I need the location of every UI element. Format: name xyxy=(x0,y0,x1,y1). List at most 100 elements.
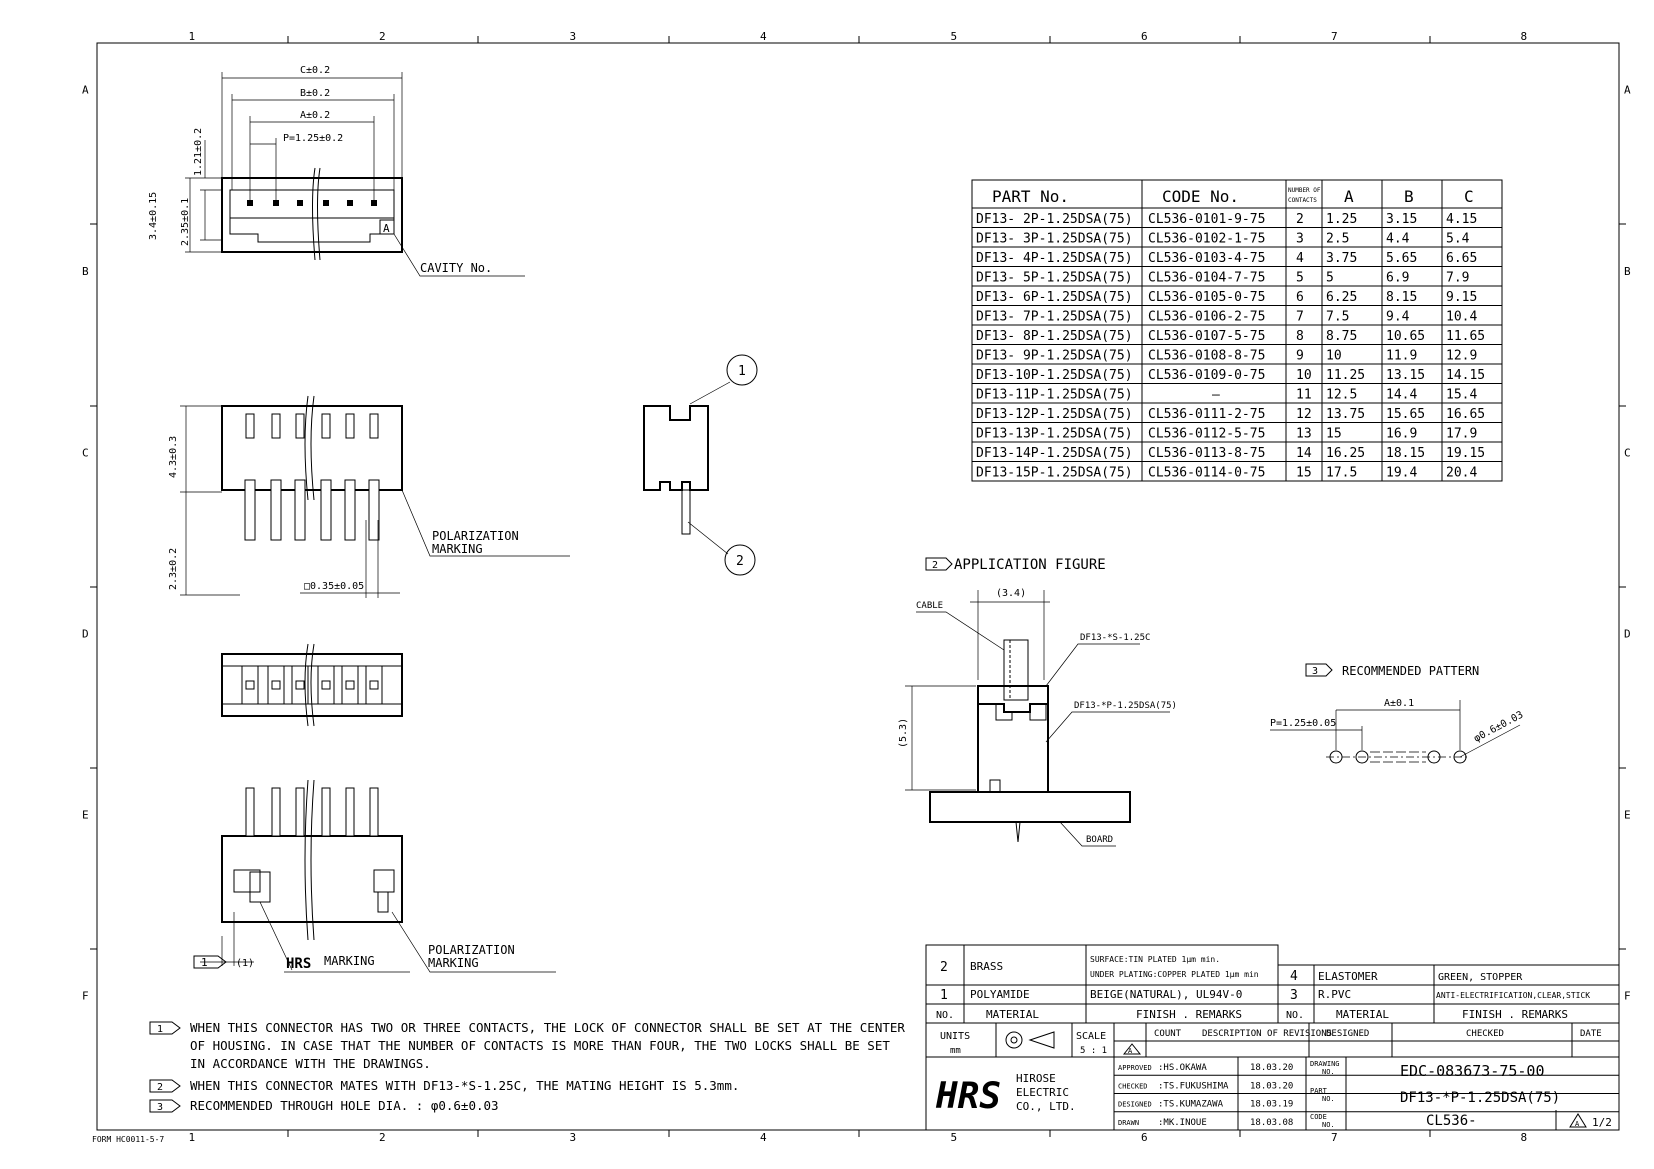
grid-row-left: D xyxy=(82,628,89,641)
front-pin-lower xyxy=(320,479,332,541)
scale-label: SCALE xyxy=(1076,1031,1106,1042)
cell-contacts: 15 xyxy=(1296,466,1312,481)
callout-2 xyxy=(724,544,756,576)
th-dim: A xyxy=(1344,187,1354,206)
cell-code: CL536-0114-0-75 xyxy=(1148,466,1265,481)
cell-c: 10.4 xyxy=(1446,310,1477,325)
cell-code: — xyxy=(1212,388,1220,403)
cell-a: 11.25 xyxy=(1326,368,1365,383)
grid-row-right: B xyxy=(1624,265,1631,278)
cell-b: 8.15 xyxy=(1386,290,1417,305)
marking-label: MARKING xyxy=(324,954,375,968)
mat-header-no: NO. xyxy=(1286,1010,1304,1021)
grid-col-bottom: 7 xyxy=(1331,1131,1338,1144)
tb-label: DRAWING xyxy=(1310,1060,1340,1068)
top-pin xyxy=(347,200,353,206)
cell-code: CL536-0108-8-75 xyxy=(1148,349,1265,364)
tb-label: NO. xyxy=(1322,1095,1335,1103)
cell-b: 3.15 xyxy=(1386,212,1417,227)
rear-pin xyxy=(321,787,331,837)
pattern-title: RECOMMENDED PATTERN xyxy=(1342,664,1479,678)
mat-header-no: NO. xyxy=(936,1010,954,1021)
cell-code: CL536-0101-9-75 xyxy=(1148,212,1265,227)
cell-part: DF13-14P-1.25DSA(75) xyxy=(976,446,1133,461)
cell-part: DF13- 6P-1.25DSA(75) xyxy=(976,290,1133,305)
note-line: OF HOUSING. IN CASE THAT THE NUMBER OF C… xyxy=(190,1038,890,1053)
cell-contacts: 4 xyxy=(1296,251,1304,266)
bottom-view xyxy=(221,643,403,727)
callout-1-label: 1 xyxy=(738,364,746,379)
cell-code: CL536-0113-8-75 xyxy=(1148,446,1265,461)
top-pin xyxy=(247,200,253,206)
cell-part: DF13- 3P-1.25DSA(75) xyxy=(976,232,1133,247)
part-number: DF13-*P-1.25DSA(75) xyxy=(1400,1090,1560,1106)
cell-b: 15.65 xyxy=(1386,407,1425,422)
grid-col-top: 5 xyxy=(951,30,958,43)
mat-no: 2 xyxy=(940,960,948,975)
bottom-pin xyxy=(345,680,355,690)
grid-col-top: 4 xyxy=(760,30,767,43)
top-pin xyxy=(273,200,279,206)
front-pin-lower xyxy=(368,479,380,541)
cell-c: 9.15 xyxy=(1446,290,1477,305)
rear-polarization-1: POLARIZATION xyxy=(428,943,515,957)
cell-a: 17.5 xyxy=(1326,466,1357,481)
dim-b: B±0.2 xyxy=(300,88,330,99)
mat-finish: UNDER PLATING:COPPER PLATED 1μm min xyxy=(1090,970,1259,979)
note-line: RECOMMENDED THROUGH HOLE DIA. : φ0.6±0.0… xyxy=(190,1098,499,1113)
cell-part: DF13-11P-1.25DSA(75) xyxy=(976,388,1133,403)
grid-col-top: 7 xyxy=(1331,30,1338,43)
cell-c: 15.4 xyxy=(1446,388,1477,403)
cell-b: 16.9 xyxy=(1386,427,1417,442)
cell-b: 14.4 xyxy=(1386,388,1417,403)
cell-a: 3.75 xyxy=(1326,251,1357,266)
front-pin-upper xyxy=(369,413,379,439)
cell-a: 12.5 xyxy=(1326,388,1357,403)
rev-mark: A xyxy=(1128,1047,1133,1055)
front-view: 4.3±0.3 2.3±0.2 □0.35±0.05 POLARIZATION … xyxy=(168,395,570,598)
note-flag xyxy=(149,1021,181,1035)
approval-role: DRAWN xyxy=(1118,1119,1139,1127)
cell-b: 13.15 xyxy=(1386,368,1425,383)
scale-value: 5 : 1 xyxy=(1080,1046,1107,1056)
app-header: DF13-*P-1.25DSA(75) xyxy=(1074,701,1177,711)
cell-part: DF13- 4P-1.25DSA(75) xyxy=(976,251,1133,266)
cell-a: 10 xyxy=(1326,349,1342,364)
cell-c: 14.15 xyxy=(1446,368,1485,383)
cell-part: DF13-10P-1.25DSA(75) xyxy=(976,368,1133,383)
cavity-label: CAVITY No. xyxy=(420,261,492,275)
designed-header: DESIGNED xyxy=(1326,1029,1369,1039)
top-pin xyxy=(297,200,303,206)
company-name: ELECTRIC xyxy=(1016,1086,1069,1099)
cell-part: DF13- 5P-1.25DSA(75) xyxy=(976,271,1133,286)
app-board: BOARD xyxy=(1086,835,1113,845)
cell-code: CL536-0111-2-75 xyxy=(1148,407,1265,422)
dim-a: A±0.2 xyxy=(300,110,330,121)
cell-contacts: 8 xyxy=(1296,329,1304,344)
mat-no: 1 xyxy=(940,988,948,1003)
rear-view: 1 (1) HRS MARKING POLARIZATION MARKING xyxy=(193,779,556,973)
cell-part: DF13-12P-1.25DSA(75) xyxy=(976,407,1133,422)
cell-b: 18.15 xyxy=(1386,446,1425,461)
rear-pin xyxy=(345,787,355,837)
top-view: A CAVITY No. C±0.2 B±0.2 A±0.2 P=1.25±0.… xyxy=(148,65,525,277)
date-header: DATE xyxy=(1580,1029,1602,1039)
rear-flag-label: 1 xyxy=(201,956,208,969)
grid-row-right: A xyxy=(1624,84,1631,97)
top-pin xyxy=(371,200,377,206)
grid-col-bottom: 2 xyxy=(379,1131,386,1144)
note-flag xyxy=(149,1079,181,1093)
note-flag-label: 3 xyxy=(157,1102,163,1113)
cell-contacts: 7 xyxy=(1296,310,1304,325)
app-flag xyxy=(925,557,953,571)
